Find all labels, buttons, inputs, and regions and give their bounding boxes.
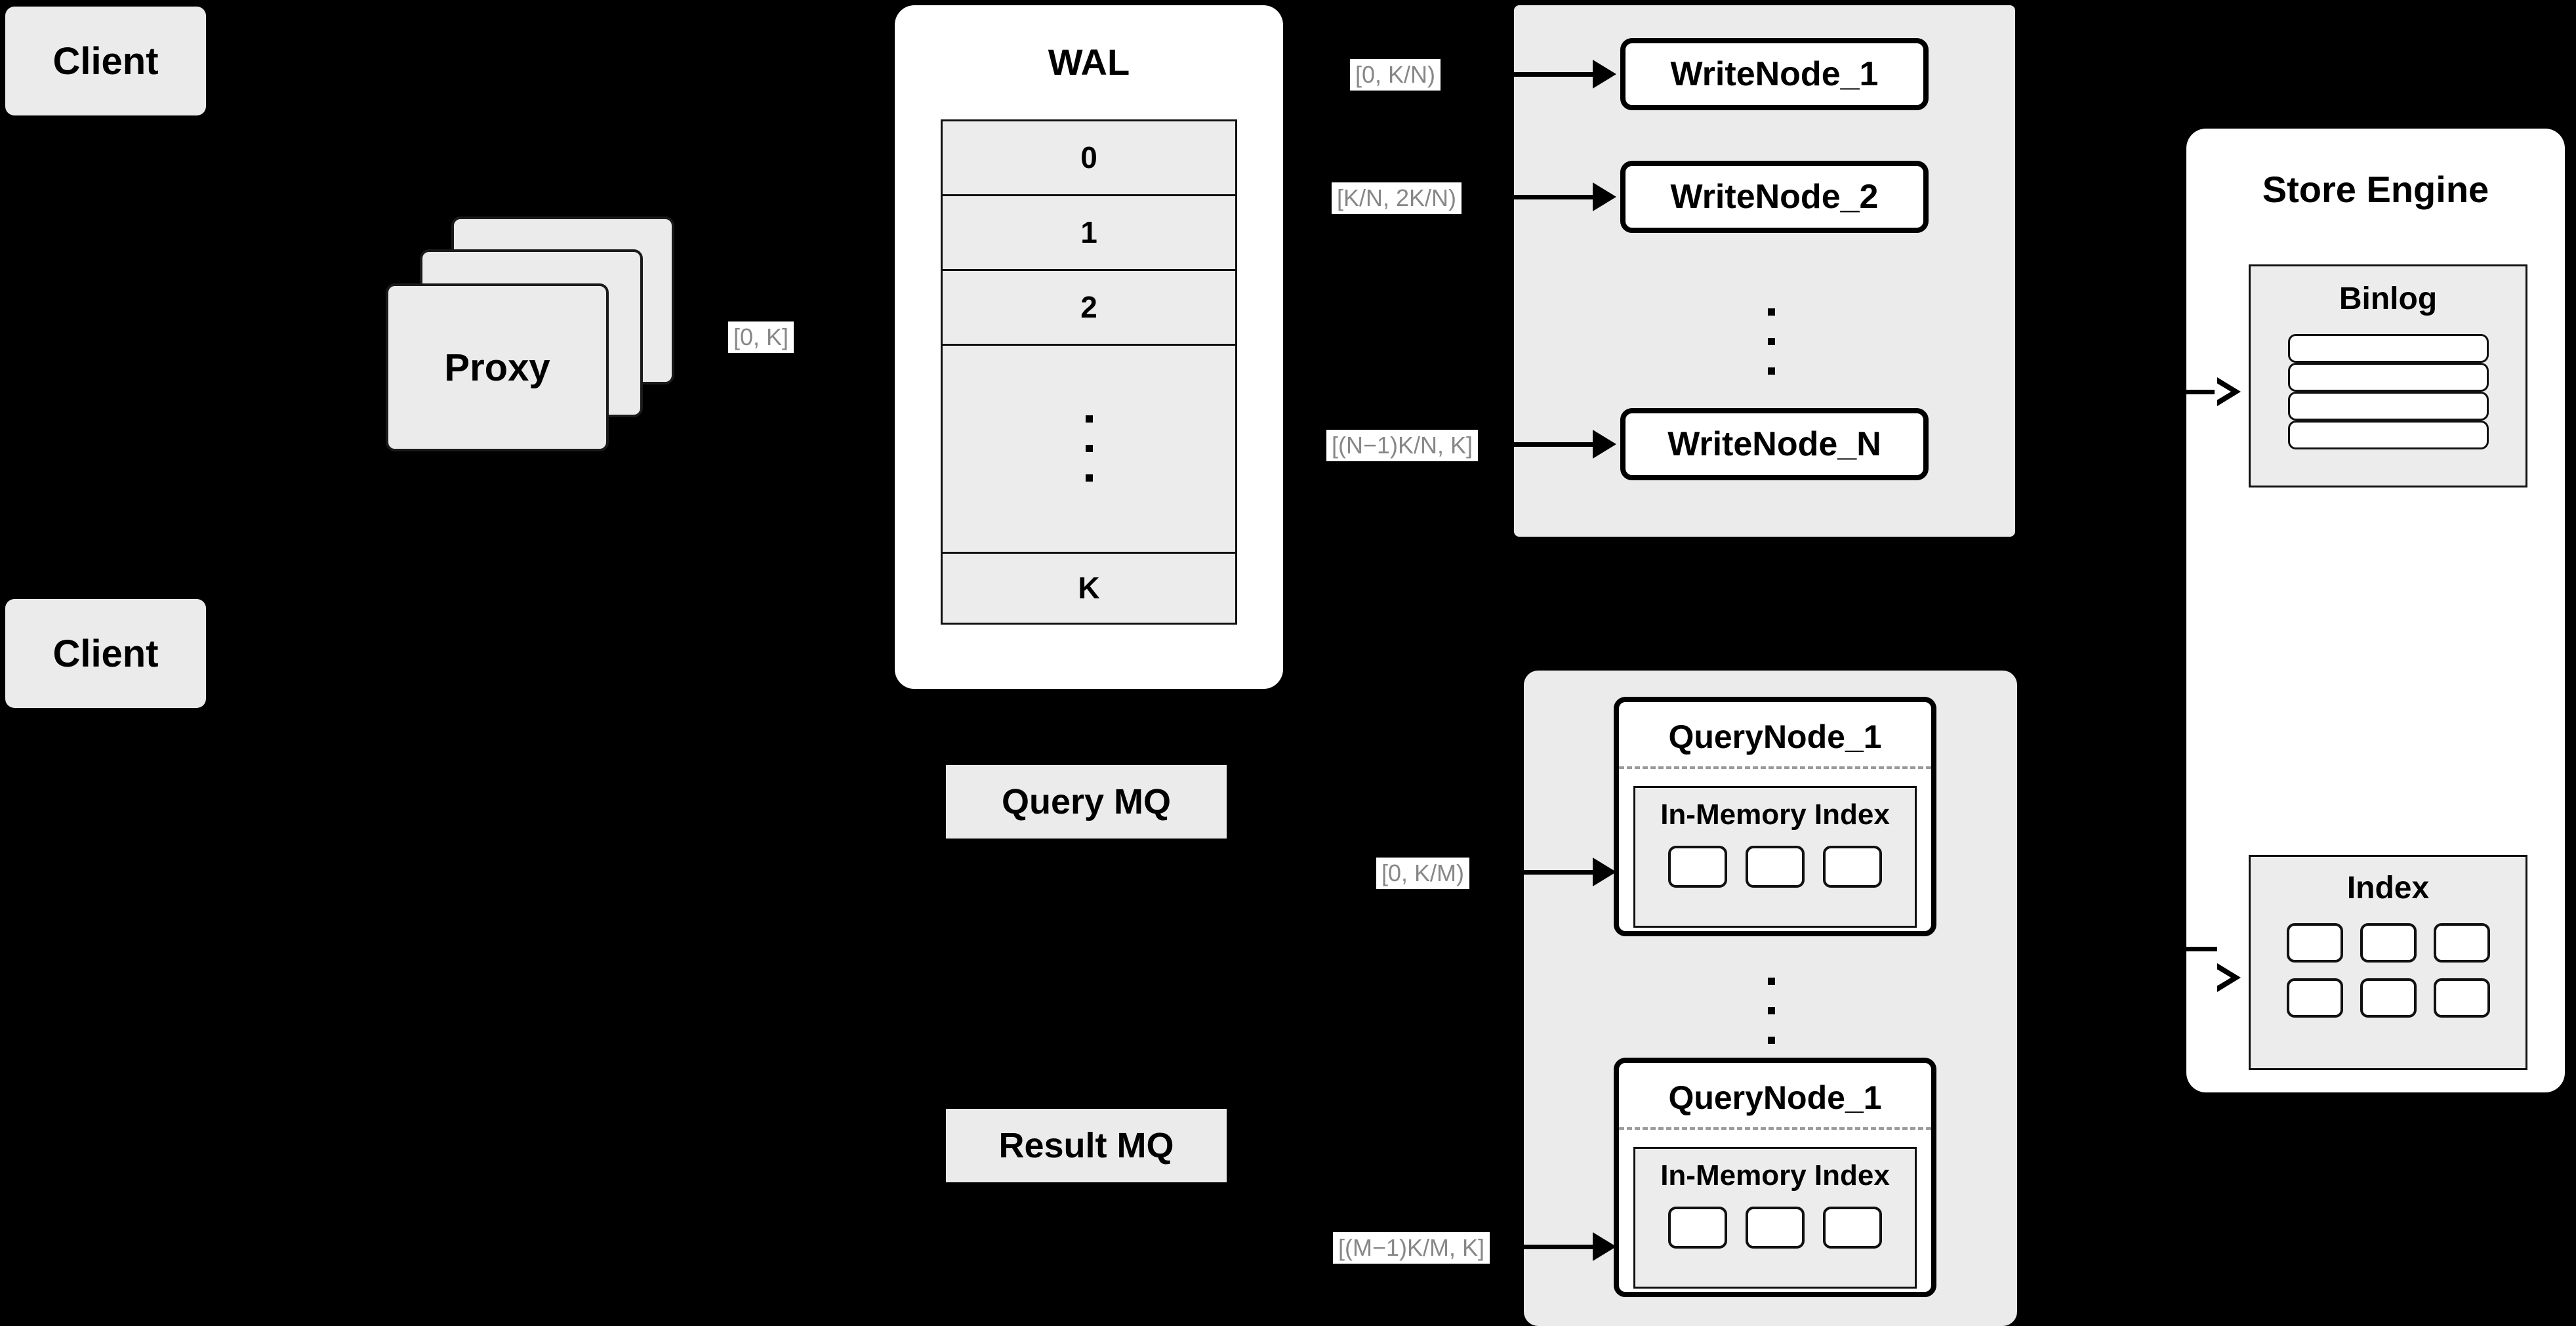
query-node-1-index-box: In-Memory Index [1633,786,1917,928]
arrow-head-query-m [1593,1232,1616,1261]
arrow-line-write-2 [1509,195,1593,199]
wal-title: WAL [1048,41,1130,83]
query-dot-2 [1767,1006,1775,1014]
edge-label-query-node-m: [(M−1)K/M, K] [1333,1232,1490,1264]
arrow-head-to-binlog [2215,377,2241,406]
wal-row-ellipsis [943,346,1235,554]
binlog-bar-3 [2287,392,2489,421]
write-dot-1 [1767,308,1775,316]
write-node-n[interactable]: WriteNode_N [1620,408,1929,480]
wal-cell-1: 1 [1080,215,1097,250]
write-node-1-label: WriteNode_1 [1670,55,1879,93]
index-cell-2 [2360,923,2417,963]
write-node-1[interactable]: WriteNode_1 [1620,38,1929,110]
arrow-head-query-1 [1593,858,1616,886]
query-node-1[interactable]: QueryNode_1 In-Memory Index [1614,697,1936,936]
write-node-2-label: WriteNode_2 [1670,178,1879,216]
query-node-m-index-label: In-Memory Index [1660,1159,1890,1191]
query-node-m-divider [1619,1127,1931,1130]
index-cell-6 [2433,978,2490,1018]
query-dot-1 [1767,977,1775,985]
query-mq-box[interactable]: Query MQ [946,765,1227,839]
client-box-2[interactable]: Client [5,599,206,708]
edge-label-write-node-2: [K/N, 2K/N) [1332,182,1462,214]
query-node-1-index-cell-2 [1746,846,1805,888]
index-cell-4 [2286,978,2343,1018]
query-node-m-label: QueryNode_1 [1668,1079,1882,1116]
arrow-line-write-1 [1509,72,1593,77]
result-mq-label: Result MQ [998,1126,1174,1165]
query-node-1-divider [1619,766,1931,769]
arrow-line-to-binlog [2177,390,2217,394]
wal-row-k: K [943,554,1235,623]
index-cell-5 [2360,978,2417,1018]
wal-row-1: 1 [943,196,1235,271]
edge-label-write-node-n: [(N−1)K/N, K] [1326,430,1479,461]
wal-row-2: 2 [943,271,1235,346]
client-label-2: Client [52,632,159,675]
query-node-m-index-cell-1 [1668,1207,1727,1249]
binlog-box: Binlog [2249,264,2527,487]
arrow-head-write-1 [1593,60,1616,89]
client-box-1[interactable]: Client [5,7,206,115]
query-cluster-ellipsis [1765,945,1778,1076]
wal-cell-2: 2 [1080,290,1097,325]
write-dot-2 [1767,337,1775,345]
index-box: Index [2249,855,2527,1070]
wal-row-0: 0 [943,121,1235,196]
wal-cell-k: K [1078,571,1100,606]
wal-dot-3 [1085,474,1093,482]
arrow-head-to-index [2215,963,2241,992]
binlog-bar-1 [2287,334,2489,363]
arrow-head-write-2 [1593,182,1616,211]
store-engine-title: Store Engine [2262,169,2489,210]
wal-dot-2 [1085,445,1093,453]
write-node-n-label: WriteNode_N [1667,425,1881,463]
write-dot-3 [1767,367,1775,375]
query-node-1-index-cell-1 [1668,846,1727,888]
binlog-title: Binlog [2339,281,2438,316]
query-node-m-index-box: In-Memory Index [1633,1147,1917,1289]
write-node-2[interactable]: WriteNode_2 [1620,161,1929,233]
arrow-head-write-n [1593,430,1616,459]
wal-cell-0: 0 [1080,140,1097,175]
arrow-line-to-index [2177,947,2217,951]
edge-label-write-node-1: [0, K/N) [1350,59,1441,91]
client-label-1: Client [52,39,159,83]
wal-table: 0 1 2 K [941,119,1237,625]
write-cluster-ellipsis [1765,276,1778,407]
query-dot-3 [1767,1036,1775,1044]
wal-dot-1 [1085,415,1093,423]
result-mq-box[interactable]: Result MQ [946,1109,1227,1182]
query-node-1-label: QueryNode_1 [1668,718,1882,755]
query-node-m-index-cell-2 [1746,1207,1805,1249]
arrow-line-write-n [1509,442,1593,447]
edge-label-proxy-to-wal: [0, K] [728,321,794,353]
arrow-line-query-m [1509,1245,1593,1249]
query-node-m[interactable]: QueryNode_1 In-Memory Index [1614,1058,1936,1297]
edge-label-query-node-1: [0, K/M) [1376,858,1470,889]
proxy-label: Proxy [444,346,550,389]
arrow-line-query-1 [1509,870,1593,875]
query-node-m-index-cell-3 [1823,1207,1882,1249]
proxy-box[interactable]: Proxy [386,283,609,451]
index-cell-1 [2286,923,2343,963]
query-node-1-index-label: In-Memory Index [1660,798,1890,831]
binlog-bar-2 [2287,363,2489,392]
binlog-bar-4 [2287,421,2489,449]
index-cell-3 [2433,923,2490,963]
query-mq-label: Query MQ [1001,782,1172,821]
index-title: Index [2346,871,2430,905]
query-node-1-index-cell-3 [1823,846,1882,888]
